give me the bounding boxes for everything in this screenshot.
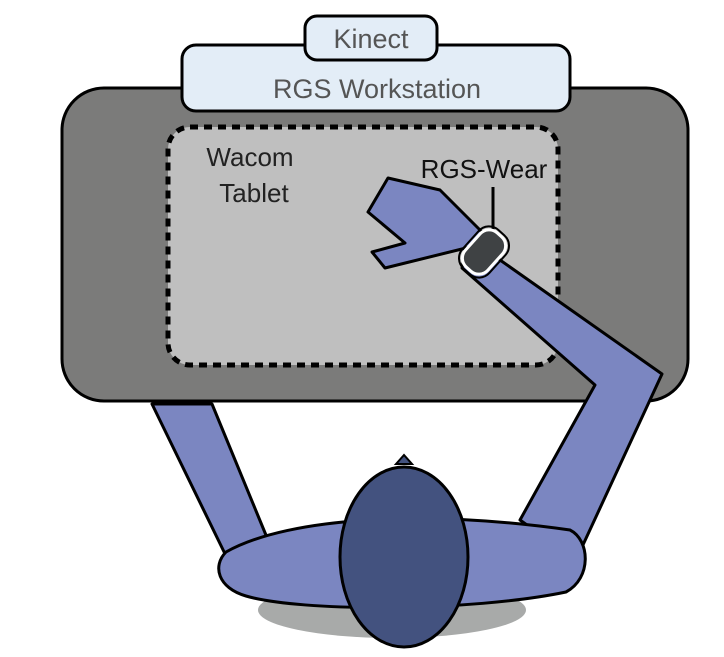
rgs-wear-band: [457, 225, 511, 279]
kinect-sensor: [303, 14, 439, 62]
kinect-label: Kinect: [333, 24, 409, 54]
left-arm: [150, 402, 270, 562]
person-head: [338, 465, 470, 649]
right-hand: [366, 176, 484, 270]
rgs-wear-label: RGS-Wear: [421, 154, 548, 184]
tablet-label-line2: Tablet: [219, 178, 289, 208]
workstation-label: RGS Workstation: [273, 74, 481, 104]
head-nose: [393, 453, 415, 465]
wacom-tablet: [165, 124, 561, 368]
tablet-label-line1: Wacom: [206, 142, 293, 172]
